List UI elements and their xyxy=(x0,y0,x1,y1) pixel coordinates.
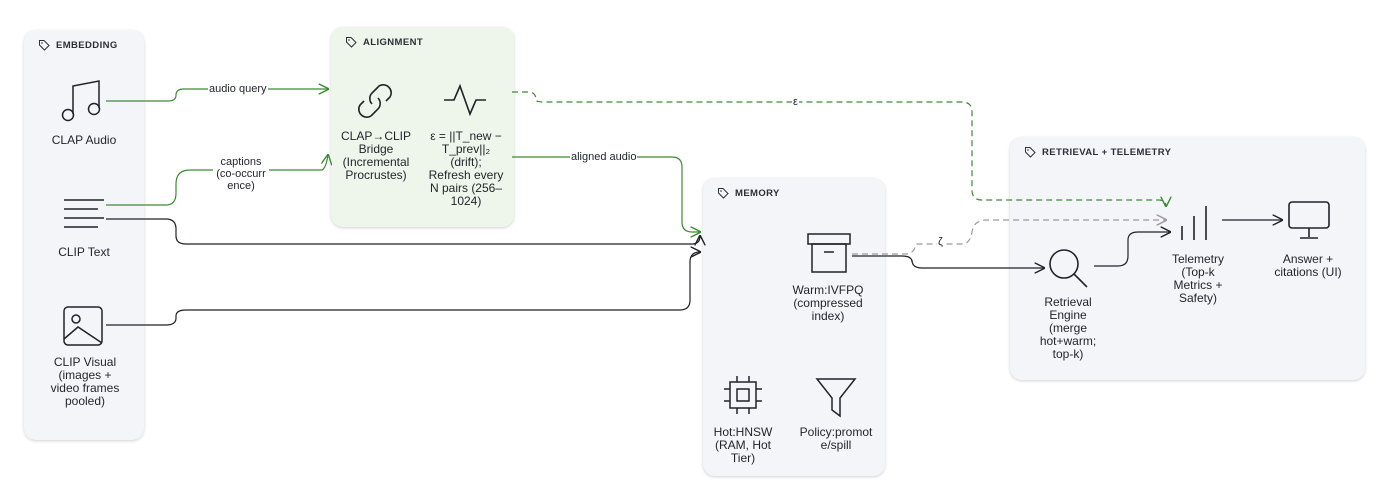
tag-icon xyxy=(39,40,50,51)
node-label-hot-1: Hot:HNSW xyxy=(713,425,773,439)
node-label-engine-1: Retrieval xyxy=(1044,295,1092,309)
node-label-bridge-2: Bridge xyxy=(358,142,394,156)
edge-label-captions: captions (co-occurr ence) xyxy=(213,156,269,192)
node-clip-text[interactable]: CLIP Text xyxy=(34,246,134,259)
text-lines-icon xyxy=(64,199,104,228)
edge-audio-query xyxy=(106,89,328,102)
node-label-bridge-3: (Incremental xyxy=(342,155,410,169)
node-label-clap-audio: CLAP Audio xyxy=(51,133,117,147)
edge-captions xyxy=(106,155,328,206)
node-label-engine-2: Engine xyxy=(1049,308,1087,322)
node-label-engine-3: (merge xyxy=(1048,321,1087,335)
group-title-retrieval: RETRIEVAL + TELEMETRY xyxy=(1042,146,1172,158)
node-warm[interactable]: Warm:IVFPQ (compressed index) xyxy=(780,284,876,323)
edge-engine-telemetry xyxy=(1094,232,1170,267)
node-label-clip-visual-1: CLIP Visual xyxy=(53,355,117,369)
node-clap-audio[interactable]: CLAP Audio xyxy=(34,134,134,147)
node-policy[interactable]: Policy:promot e/spill xyxy=(792,426,880,452)
node-label-telemetry-2: (Top-k xyxy=(1181,265,1215,279)
node-retrieval-engine[interactable]: Retrieval Engine (merge hot+warm; top-k) xyxy=(1026,296,1110,361)
bars-icon xyxy=(1181,206,1207,240)
node-label-answer-1: Answer + xyxy=(1282,252,1334,266)
node-label-telemetry-4: Safety) xyxy=(1178,291,1217,305)
edge-zeta xyxy=(852,220,1166,255)
group-title-embedding: EMBEDDING xyxy=(56,39,118,51)
node-label-policy-2: e/spill xyxy=(820,438,852,452)
node-label-drift-2: T_prev||₂ xyxy=(441,142,491,156)
node-label-warm-1: Warm:IVFPQ xyxy=(792,283,864,297)
edge-aligned-audio xyxy=(512,156,700,232)
node-clip-visual[interactable]: CLIP Visual (images + video frames poole… xyxy=(30,356,140,408)
group-title-alignment: ALIGNMENT xyxy=(363,36,424,48)
image-icon xyxy=(63,306,103,346)
node-label-drift-3: (drift); xyxy=(450,155,482,169)
node-label-engine-4: hot+warm; xyxy=(1039,334,1097,348)
node-label-bridge-1: CLAP→CLIP xyxy=(340,129,412,143)
node-drift[interactable]: ε = ||T_new − T_prev||₂ (drift); Refresh… xyxy=(420,130,512,208)
node-label-clip-visual-2: (images + xyxy=(58,368,112,382)
node-label-drift-4: Refresh every xyxy=(428,168,504,182)
edge-clip-visual-memory xyxy=(106,252,700,326)
alignment-group: ALIGNMENT xyxy=(331,27,514,227)
retrieval-group: RETRIEVAL + TELEMETRY xyxy=(1010,137,1365,380)
pulse-icon xyxy=(444,83,486,117)
node-bridge[interactable]: CLAP→CLIP Bridge (Incremental Procrustes… xyxy=(333,130,419,182)
node-label-hot-3: Tier) xyxy=(730,451,756,465)
chip-icon xyxy=(724,376,762,414)
edge-warm-engine xyxy=(852,255,1044,268)
music-note-icon xyxy=(61,80,101,122)
node-hot[interactable]: Hot:HNSW (RAM, Hot Tier) xyxy=(702,426,784,465)
edge-label-captions-1: captions xyxy=(220,156,262,168)
node-label-hot-2: (RAM, Hot xyxy=(714,438,771,452)
node-label-policy-1: Policy:promot xyxy=(799,425,873,439)
node-answer[interactable]: Answer + citations (UI) xyxy=(1258,253,1358,279)
link-icon xyxy=(358,84,392,118)
edge-label-epsilon: ε xyxy=(792,96,799,108)
node-label-engine-5: top-k) xyxy=(1052,347,1084,361)
node-label-drift-5: N pairs (256– xyxy=(429,181,503,195)
tag-icon xyxy=(718,188,729,199)
edge-clip-text-memory xyxy=(106,218,700,244)
node-label-drift-1: ε = ||T_new − xyxy=(430,129,502,143)
archive-box-icon xyxy=(807,233,851,273)
search-icon xyxy=(1049,249,1088,288)
node-label-clip-visual-3: video frames xyxy=(50,381,120,395)
node-label-warm-2: (compressed xyxy=(793,296,863,310)
tag-icon xyxy=(1025,147,1036,158)
embedding-group: EMBEDDING xyxy=(24,30,144,440)
node-label-answer-2: citations (UI) xyxy=(1274,265,1342,279)
node-label-drift-6: 1024) xyxy=(450,194,482,208)
group-title-memory: MEMORY xyxy=(735,187,780,199)
node-label-clip-text: CLIP Text xyxy=(58,245,110,259)
tag-icon xyxy=(346,37,357,48)
node-label-bridge-4: Procrustes) xyxy=(345,168,407,182)
edge-epsilon xyxy=(512,91,1166,206)
node-label-telemetry-1: Telemetry xyxy=(1171,252,1224,266)
memory-group: MEMORY xyxy=(703,178,885,476)
monitor-icon xyxy=(1288,201,1330,239)
node-label-warm-3: index) xyxy=(811,309,845,323)
edge-label-captions-2: (co-occurr xyxy=(216,168,266,180)
node-telemetry[interactable]: Telemetry (Top-k Metrics + Safety) xyxy=(1158,253,1238,305)
edge-label-zeta: ζ xyxy=(937,236,944,248)
edge-label-audio-query: audio query xyxy=(208,83,268,95)
node-label-telemetry-3: Metrics + xyxy=(1173,278,1223,292)
edge-label-captions-3: ence) xyxy=(227,180,255,192)
funnel-icon xyxy=(815,378,857,418)
node-label-clip-visual-4: pooled) xyxy=(64,394,106,408)
edge-label-aligned-audio: aligned audio xyxy=(570,151,638,163)
